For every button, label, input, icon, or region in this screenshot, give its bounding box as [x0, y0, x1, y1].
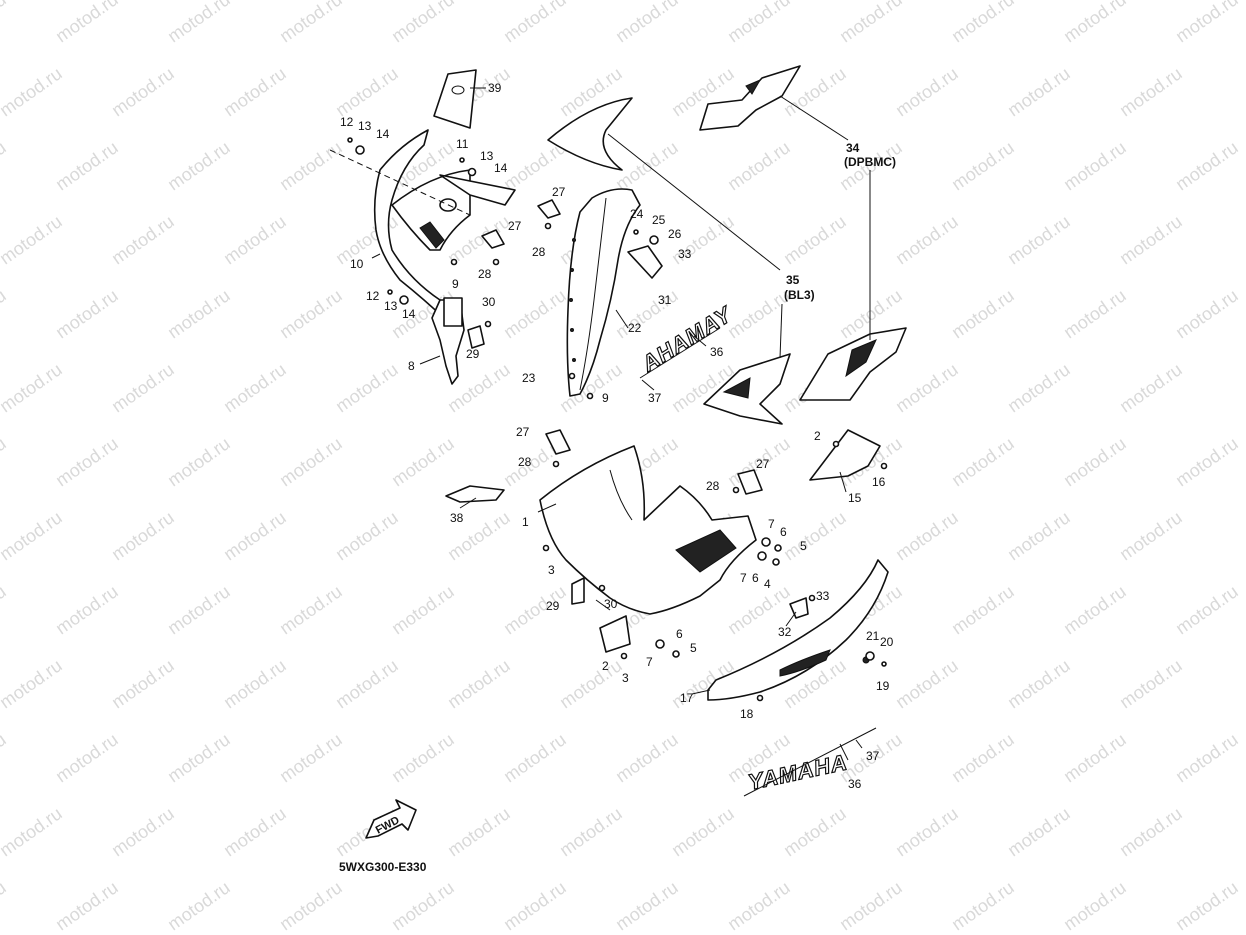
callout-26: 26: [668, 227, 682, 241]
callout-2: 2: [814, 429, 821, 443]
callout-33: 33: [678, 247, 692, 261]
hardware-brackets: [347, 137, 888, 702]
callout-13: 13: [358, 119, 372, 133]
callout-28: 28: [532, 245, 546, 259]
emblem-text-lower: YAMAHA: [746, 749, 850, 794]
callout-38: 38: [450, 511, 464, 525]
callout-7: 7: [768, 517, 775, 531]
callout-7: 7: [646, 655, 653, 669]
diagram-code: 5WXG300-E330: [339, 860, 427, 874]
part-1-lower-cowling: [539, 445, 757, 653]
callout-28: 28: [478, 267, 492, 281]
callout-27: 27: [508, 219, 522, 233]
callout-36: 36: [710, 345, 724, 359]
callout-27: 27: [516, 425, 530, 439]
part-36-emblem-upper: AHAMAY: [636, 300, 738, 379]
callout-24: 24: [630, 207, 644, 221]
part-34-graphic-upper: [699, 65, 801, 131]
callout-18: 18: [740, 707, 754, 721]
callout-19: 19: [876, 679, 890, 693]
callout-35: 35: [786, 273, 800, 287]
callout-28: 28: [518, 455, 532, 469]
callout-6: 6: [676, 627, 683, 641]
callout-13: 13: [480, 149, 494, 163]
callout-17: 17: [680, 691, 694, 705]
callout-11: 11: [456, 137, 469, 151]
callout-10: 10: [350, 257, 364, 271]
callout-37: 37: [648, 391, 662, 405]
callout-6: 6: [780, 525, 787, 539]
callout-7: 7: [740, 571, 747, 585]
part-38-model-sticker: [445, 485, 505, 503]
callout-30: 30: [482, 295, 496, 309]
callout-14: 14: [376, 127, 390, 141]
leader-lines: [371, 87, 871, 761]
callout-labels: 39 34 (DPBMC) 35 (BL3) 12 13 14 11 13 14…: [340, 81, 896, 791]
part-34-graphic-lower: [799, 327, 907, 401]
callout-35-variant: (BL3): [784, 288, 815, 302]
callout-28: 28: [706, 479, 720, 493]
part-17-under-cowl: [707, 559, 889, 701]
callout-22: 22: [628, 321, 642, 335]
part-22-side-cowling: [566, 188, 641, 397]
callout-5: 5: [690, 641, 697, 655]
callout-29: 29: [466, 347, 480, 361]
part-10-upper-fairing-left: [329, 129, 516, 321]
callout-25: 25: [652, 213, 666, 227]
callout-9: 9: [602, 391, 609, 405]
part-35-graphic-side: [547, 97, 633, 171]
part-35-graphic-lower: [703, 353, 791, 425]
callout-21: 21: [866, 629, 880, 643]
callout-14: 14: [494, 161, 508, 175]
callout-39: 39: [488, 81, 502, 95]
callout-2: 2: [602, 659, 609, 673]
callout-12: 12: [366, 289, 380, 303]
callout-27: 27: [756, 457, 770, 471]
callout-37: 37: [866, 749, 880, 763]
callout-1: 1: [522, 515, 529, 529]
callout-34: 34: [846, 141, 860, 155]
part-8-stay-bracket: [431, 297, 465, 385]
callout-8: 8: [408, 359, 415, 373]
callout-23: 23: [522, 371, 536, 385]
callout-3: 3: [622, 671, 629, 685]
callout-5: 5: [800, 539, 807, 553]
callout-27: 27: [552, 185, 566, 199]
callout-30: 30: [604, 597, 618, 611]
callout-32: 32: [778, 625, 792, 639]
callout-9: 9: [452, 277, 459, 291]
callout-3: 3: [548, 563, 555, 577]
callout-13: 13: [384, 299, 398, 313]
callout-16: 16: [872, 475, 886, 489]
callout-14: 14: [402, 307, 416, 321]
callout-34-variant: (DPBMC): [844, 155, 896, 169]
callout-20: 20: [880, 635, 894, 649]
callout-33: 33: [816, 589, 830, 603]
callout-6: 6: [752, 571, 759, 585]
callout-15: 15: [848, 491, 862, 505]
fwd-arrow: FWD: [365, 799, 417, 839]
emblem-text-upper: AHAMAY: [637, 301, 738, 377]
callout-31: 31: [658, 293, 672, 307]
callout-4: 4: [764, 577, 771, 591]
callout-36: 36: [848, 777, 862, 791]
callout-29: 29: [546, 599, 560, 613]
part-39-screen-sticker: [433, 69, 484, 129]
callout-12: 12: [340, 115, 354, 129]
